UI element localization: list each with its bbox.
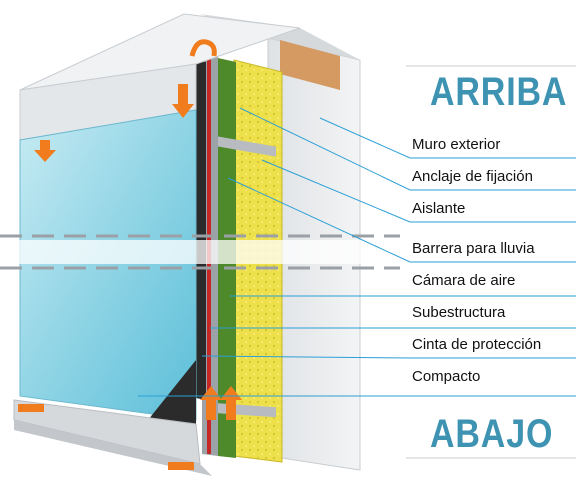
airflow-arrows [18, 39, 242, 470]
arrow-up-icon [220, 386, 242, 420]
label-rain-barrier: Barrera para lluvia [412, 240, 535, 257]
leader-line-rain-barrier [227, 177, 576, 263]
leader-line-exterior-wall [319, 117, 576, 159]
rail-marker [18, 404, 44, 412]
label-fixing-anchor: Anclaje de fijación [412, 168, 533, 185]
label-insulation: Aislante [412, 200, 466, 217]
label-exterior-wall: Muro exterior [412, 136, 501, 153]
label-air-chamber: Cámara de aire [412, 272, 516, 289]
bottom-rail [13, 399, 212, 476]
label-protection-tape: Cinta de protección [412, 336, 542, 353]
rail-marker [168, 462, 194, 470]
leader-line-fixing-anchor [239, 107, 576, 191]
heading-rules [406, 65, 576, 459]
leader-line-protection-tape [201, 355, 576, 359]
arrow-up-icon [200, 386, 222, 420]
cut-lines [0, 234, 400, 270]
label-compact: Compacto [412, 368, 481, 385]
fixing-anchors [206, 134, 276, 418]
arrow-loop-icon [189, 39, 217, 57]
leader-lines [138, 107, 576, 397]
bottom-heading: ABAJO [430, 412, 554, 456]
top-heading: ARRIBA [430, 70, 568, 114]
arrow-down-icon [34, 140, 56, 162]
label-substructure: Subestructura [412, 304, 506, 321]
leader-line-insulation [261, 159, 576, 223]
protection-tape [196, 60, 206, 400]
arrow-down-icon [172, 84, 194, 118]
